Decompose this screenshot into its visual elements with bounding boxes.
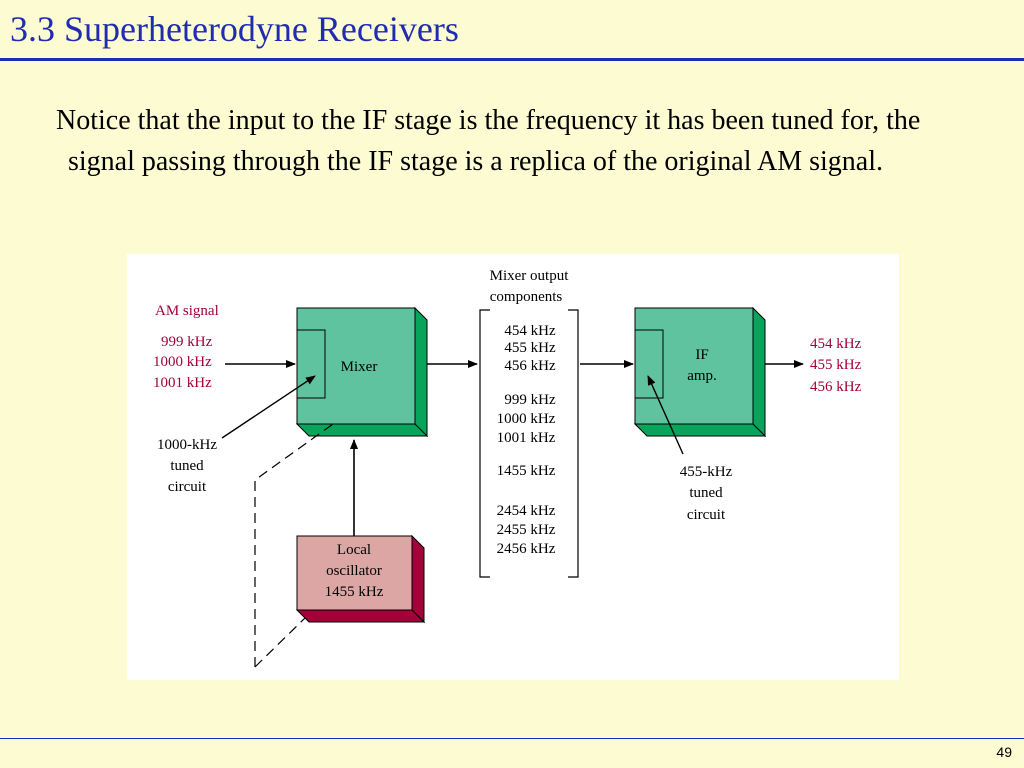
- local-oscillator-label: oscillator: [326, 563, 382, 579]
- output-freq: 454 kHz: [810, 336, 862, 352]
- mixer-output-freq: 2455 kHz: [497, 522, 556, 538]
- am-input-freq: 1001 kHz: [153, 375, 212, 391]
- tuned-1000-label: 1000-kHz: [157, 437, 217, 453]
- title-divider: [0, 58, 1024, 61]
- local-oscillator-label: 1455 kHz: [325, 584, 384, 600]
- output-freq: 455 kHz: [810, 357, 862, 373]
- mixer-output-title: Mixer output: [490, 268, 570, 284]
- mixer-output-freq: 455 kHz: [504, 340, 556, 356]
- local-oscillator-block: [295, 534, 426, 624]
- if-amp-label: IF: [695, 347, 708, 363]
- page-number: 49: [996, 744, 1012, 760]
- tuned-1000-label: circuit: [168, 479, 207, 495]
- mixer-output-freq: 456 kHz: [504, 358, 556, 374]
- mixer-output-bracket: [568, 309, 579, 578]
- if-amp-label: amp.: [687, 368, 717, 384]
- am-input-freq: 1000 kHz: [153, 354, 212, 370]
- superheterodyne-diagram: AM signal 999 kHz 1000 kHz 1001 kHz Mixe…: [127, 254, 899, 680]
- mixer-output-freq: 1455 kHz: [497, 463, 556, 479]
- ganged-tuning-dashed-line: [254, 615, 308, 668]
- mixer-output-title: components: [490, 289, 563, 305]
- tuned-455-label: 455-kHz: [680, 464, 733, 480]
- footer-divider: [0, 738, 1024, 739]
- am-input-freq: 999 kHz: [161, 334, 213, 350]
- tuned-455-label: circuit: [687, 507, 726, 523]
- mixer-output-freq: 999 kHz: [504, 392, 556, 408]
- mixer-label: Mixer: [341, 359, 378, 375]
- tuned-455-pointer: [647, 375, 684, 455]
- mixer-output-freq: 454 kHz: [504, 323, 556, 339]
- mixer-output-bracket: [479, 309, 490, 578]
- tuned-1000-label: tuned: [170, 458, 204, 474]
- tuned-1000-pointer: [221, 375, 316, 439]
- mixer-output-freq: 2454 kHz: [497, 503, 556, 519]
- mixer-output-freq: 1000 kHz: [497, 411, 556, 427]
- am-signal-label: AM signal: [155, 303, 219, 319]
- mixer-output-freq: 1001 kHz: [497, 430, 556, 446]
- mixer-output-freq: 2456 kHz: [497, 541, 556, 557]
- slide-title: 3.3 Superheterodyne Receivers: [10, 9, 459, 49]
- output-freq: 456 kHz: [810, 379, 862, 395]
- tuned-455-label: tuned: [689, 485, 723, 501]
- if-amp-block: [633, 306, 767, 438]
- mixer-block: [295, 306, 429, 438]
- local-oscillator-label: Local: [337, 542, 371, 558]
- slide-body-text: Notice that the input to the IF stage is…: [56, 105, 921, 177]
